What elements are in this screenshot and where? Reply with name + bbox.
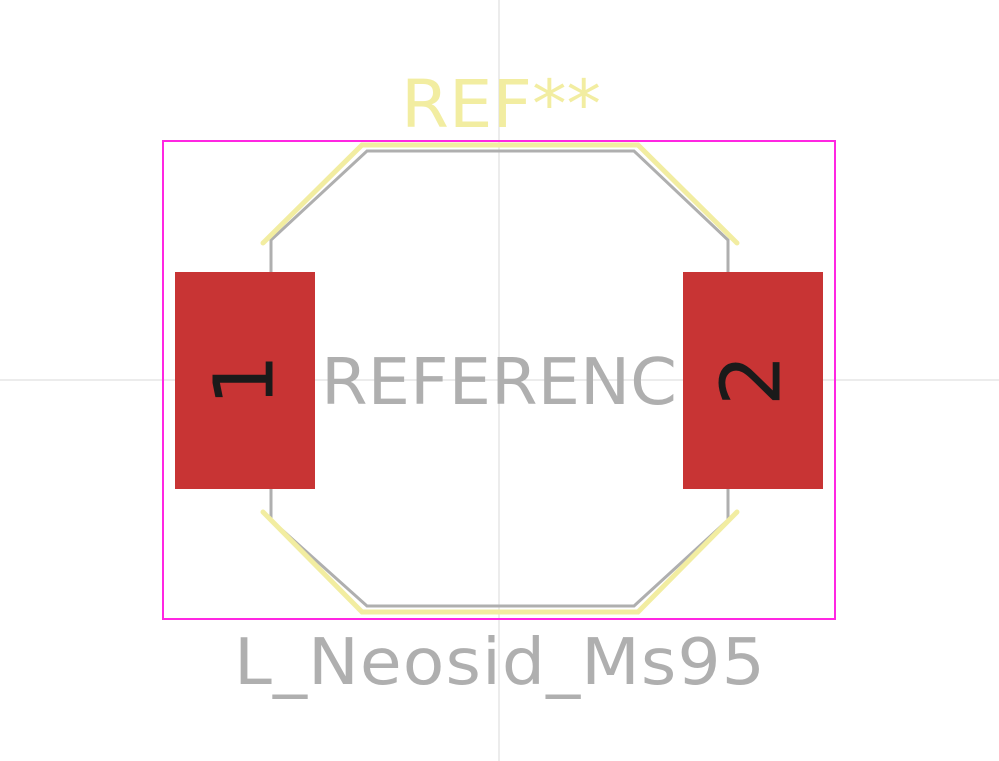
pad-2[interactable]	[683, 272, 823, 489]
silkscreen-outline-top	[260, 142, 740, 246]
footprint-value-text: L_Neosid_Ms95	[234, 626, 766, 700]
fab-outline-bottom	[269, 489, 730, 608]
fab-outline-top	[269, 149, 730, 272]
pad-2-number: 2	[705, 354, 800, 406]
silkscreen-reference-text: REF**	[401, 66, 601, 143]
courtyard-outline	[162, 140, 836, 620]
fab-reference-text: REFERENC	[321, 346, 677, 420]
pad-1[interactable]	[175, 272, 315, 489]
silkscreen-outline-bottom	[260, 509, 740, 615]
pad-1-number: 1	[198, 354, 293, 406]
